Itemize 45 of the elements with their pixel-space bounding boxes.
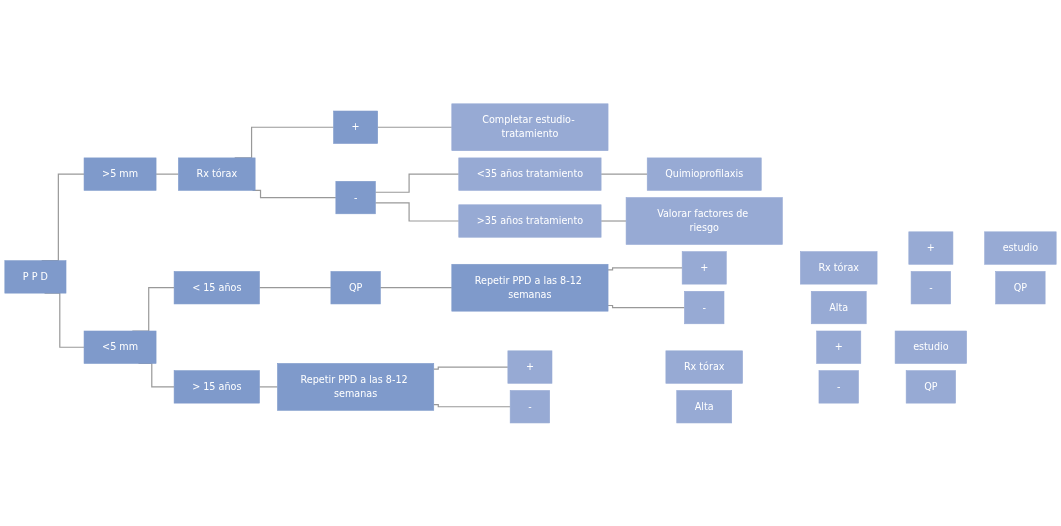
connector	[374, 201, 460, 222]
node-box: <35 años tratamiento	[458, 157, 602, 191]
node-box: Rx tórax	[665, 350, 743, 384]
node-box: +	[908, 231, 954, 265]
node-box: QP	[330, 270, 381, 304]
node-box: -	[684, 290, 725, 324]
node-box: Rx tórax	[178, 157, 256, 191]
node-box: -	[509, 389, 550, 423]
connector	[379, 286, 453, 288]
node-box: >35 años tratamiento	[458, 204, 602, 238]
node-box: estudio	[894, 330, 967, 364]
node-box: >5 mm	[83, 157, 157, 191]
connector	[377, 126, 453, 128]
node-box: QP	[995, 270, 1046, 304]
connector	[258, 385, 279, 388]
node-box: Repetir PPD a las 8-12 semanas	[451, 263, 609, 312]
connector	[155, 173, 180, 175]
node-box: +	[507, 350, 553, 384]
node-box: +	[816, 330, 862, 364]
node-box: -	[818, 369, 859, 404]
node-box: Completar estudio- tratamiento	[451, 103, 609, 151]
connector	[600, 173, 648, 175]
node-box: estudio	[984, 231, 1057, 265]
node-box: > 15 años	[173, 369, 260, 404]
node-box: Alta	[810, 290, 867, 324]
node-box: Quimioprofilaxis	[646, 157, 762, 191]
node-box: Repetir PPD a las 8-12 semanas	[277, 362, 435, 411]
node-box: +	[681, 250, 727, 285]
node-box: Rx tórax	[800, 250, 878, 285]
connector	[600, 220, 627, 222]
node-box: Valorar factores de riesgo	[625, 196, 783, 245]
node-box: P P D	[4, 260, 67, 294]
connector	[607, 304, 686, 308]
connector	[433, 366, 509, 370]
node-box: <5 mm	[83, 330, 157, 364]
node-box: Alta	[676, 389, 732, 423]
connector	[433, 403, 511, 407]
node-box: -	[910, 270, 951, 304]
connector	[258, 286, 332, 288]
node-box: -	[335, 180, 376, 214]
node-box: < 15 años	[173, 270, 260, 304]
node-box: +	[333, 110, 378, 144]
node-box: QP	[905, 369, 956, 404]
connector	[374, 173, 460, 193]
connector	[607, 266, 683, 271]
